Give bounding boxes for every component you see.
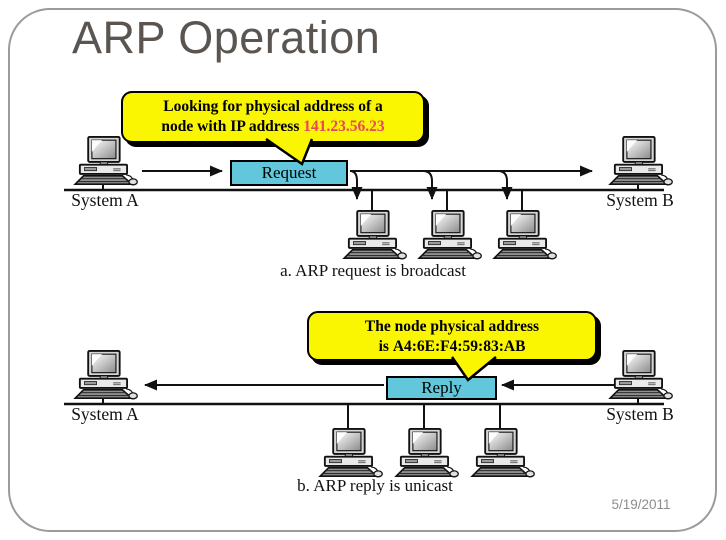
reply-box: Reply bbox=[386, 376, 497, 400]
slide-date: 5/19/2011 bbox=[611, 497, 671, 512]
request-box: Request bbox=[230, 160, 348, 186]
request-callout-bubble: Looking for physical address of a node w… bbox=[121, 91, 425, 143]
computer-icon bbox=[395, 428, 460, 478]
caption-b: b. ARP reply is unicast bbox=[297, 476, 453, 495]
computer-icon bbox=[418, 210, 483, 260]
callout-line1: Looking for physical address of a bbox=[163, 98, 383, 115]
system-b-label: System B bbox=[606, 190, 674, 210]
request-box-label: Request bbox=[261, 163, 317, 182]
computer-icon bbox=[609, 350, 674, 400]
ip-address: 141.23.56.23 bbox=[303, 117, 385, 135]
system-a-label: System A bbox=[71, 190, 139, 210]
reply-box-label: Reply bbox=[421, 378, 462, 397]
broadcast-arrow-1 bbox=[349, 170, 363, 200]
computer-icon bbox=[609, 136, 674, 186]
system-b-label: System B bbox=[606, 404, 674, 424]
computer-icon bbox=[471, 428, 536, 478]
reply-callout-bubble: The node physical address is A4:6E:F4:59… bbox=[307, 311, 597, 361]
broadcast-arrow-3 bbox=[497, 170, 513, 200]
computer-icon bbox=[74, 136, 139, 186]
caption-a: a. ARP request is broadcast bbox=[280, 261, 466, 280]
callout-line2: is A4:6E:F4:59:83:AB bbox=[378, 337, 526, 355]
system-a-label: System A bbox=[71, 404, 139, 424]
callout-line2: node with IP address 141.23.56.23 bbox=[161, 117, 385, 135]
computer-icon bbox=[493, 210, 558, 260]
callout-line1: The node physical address bbox=[364, 318, 540, 335]
computer-icon bbox=[74, 350, 139, 400]
broadcast-arrow-2 bbox=[422, 170, 438, 200]
mac-address: A4:6E:F4:59:83:AB bbox=[392, 337, 526, 355]
computer-icon bbox=[343, 210, 408, 260]
slide-title: ARP Operation bbox=[72, 12, 381, 63]
computer-icon bbox=[319, 428, 384, 478]
